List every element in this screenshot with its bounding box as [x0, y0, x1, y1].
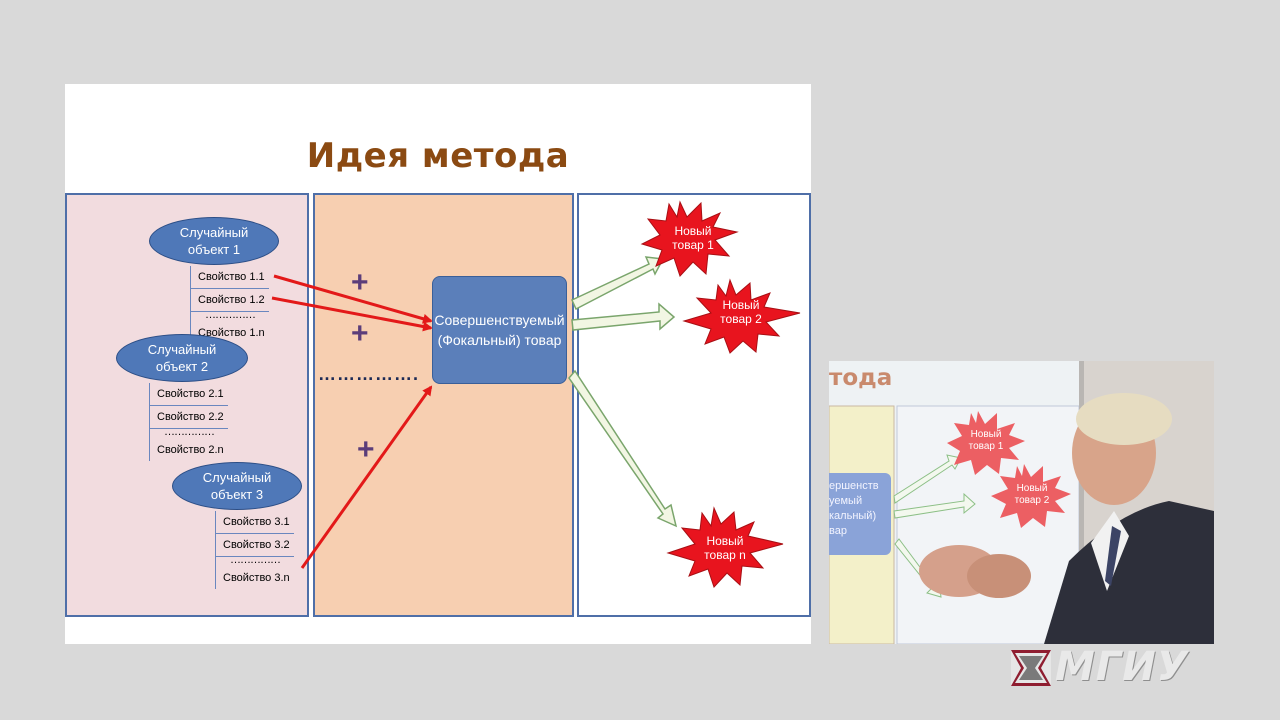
star-new-product-n: [666, 506, 784, 588]
output-arrow-1: [571, 256, 665, 311]
property-arrow-3: [300, 385, 433, 569]
focal-product-label: Совершенствуемый (Фокальный) товар: [434, 312, 565, 348]
property-3-2: Свойство 3.2: [216, 534, 294, 557]
video-new-product-1: Новый товар 1: [968, 429, 1004, 452]
random-object-2-label: Случайный объект 2: [147, 342, 217, 374]
random-object-1: Случайный объект 1: [149, 217, 279, 265]
lecturer-video-inset: тода ершенств уемый кальный) вар Новый т…: [829, 361, 1214, 644]
logo-text: МГИУ: [1055, 644, 1189, 690]
random-object-1-label: Случайный объект 1: [179, 225, 249, 257]
star-new-product-2: [682, 278, 801, 354]
property-2-1: Свойство 2.1: [150, 383, 228, 406]
focal-product-box: Совершенствуемый (Фокальный) товар: [432, 276, 567, 384]
property-3-1: Свойство 3.1: [216, 511, 294, 534]
video-focal-fragment: ершенств уемый кальный) вар: [829, 473, 891, 555]
property-1-2: Свойство 1.2: [191, 289, 269, 312]
new-product-2-label: Новый товар 2: [720, 298, 762, 326]
property-arrow-2: [271, 296, 433, 332]
property-list-2: Свойство 2.1 Свойство 2.2 …………… Свойство…: [149, 383, 228, 461]
property-1-ellipsis: ……………: [205, 309, 256, 321]
random-object-2: Случайный объект 2: [116, 334, 248, 382]
property-2-ellipsis: ……………: [164, 426, 215, 438]
video-slide-title-fragment: тода: [829, 365, 893, 391]
combination-panel: [313, 193, 574, 617]
star-new-product-1: [640, 200, 739, 277]
slide-title: Идея метода: [306, 136, 570, 176]
mgiu-logo: МГИУ: [1011, 644, 1215, 690]
diagram-connectors: [271, 200, 801, 588]
plus-sign-2: +: [351, 317, 369, 350]
new-product-n-label: Новый товар n: [704, 534, 746, 562]
property-2-2: Свойство 2.2: [150, 406, 228, 429]
property-1-1: Свойство 1.1: [191, 266, 269, 289]
logo-emblem-icon: [1011, 650, 1051, 686]
plus-sign-1: +: [351, 266, 369, 299]
plus-sign-3: +: [357, 433, 375, 466]
output-arrow-2: [571, 302, 676, 331]
property-3-n: Свойство 3.n: [223, 572, 290, 584]
video-frame-graphic: [829, 361, 1214, 644]
property-list-1: Свойство 1.1 Свойство 1.2 …………… Свойство…: [190, 266, 269, 344]
property-list-3: Свойство 3.1 Свойство 3.2 …………… Свойство…: [215, 511, 294, 589]
new-product-1-label: Новый товар 1: [672, 224, 714, 252]
video-new-product-2: Новый товар 2: [1014, 483, 1050, 506]
property-2-n: Свойство 2.n: [157, 444, 224, 456]
random-object-3-label: Случайный объект 3: [202, 470, 272, 502]
output-arrow-3: [568, 369, 678, 528]
slide: Идея метода Случайный объект 1 Свойство …: [65, 84, 811, 644]
random-object-3: Случайный объект 3: [172, 462, 302, 510]
continuation-dots: …………….: [318, 364, 420, 384]
property-3-ellipsis: ……………: [230, 554, 281, 566]
property-1-n: Свойство 1.n: [198, 327, 265, 339]
property-arrow-1: [273, 274, 433, 324]
